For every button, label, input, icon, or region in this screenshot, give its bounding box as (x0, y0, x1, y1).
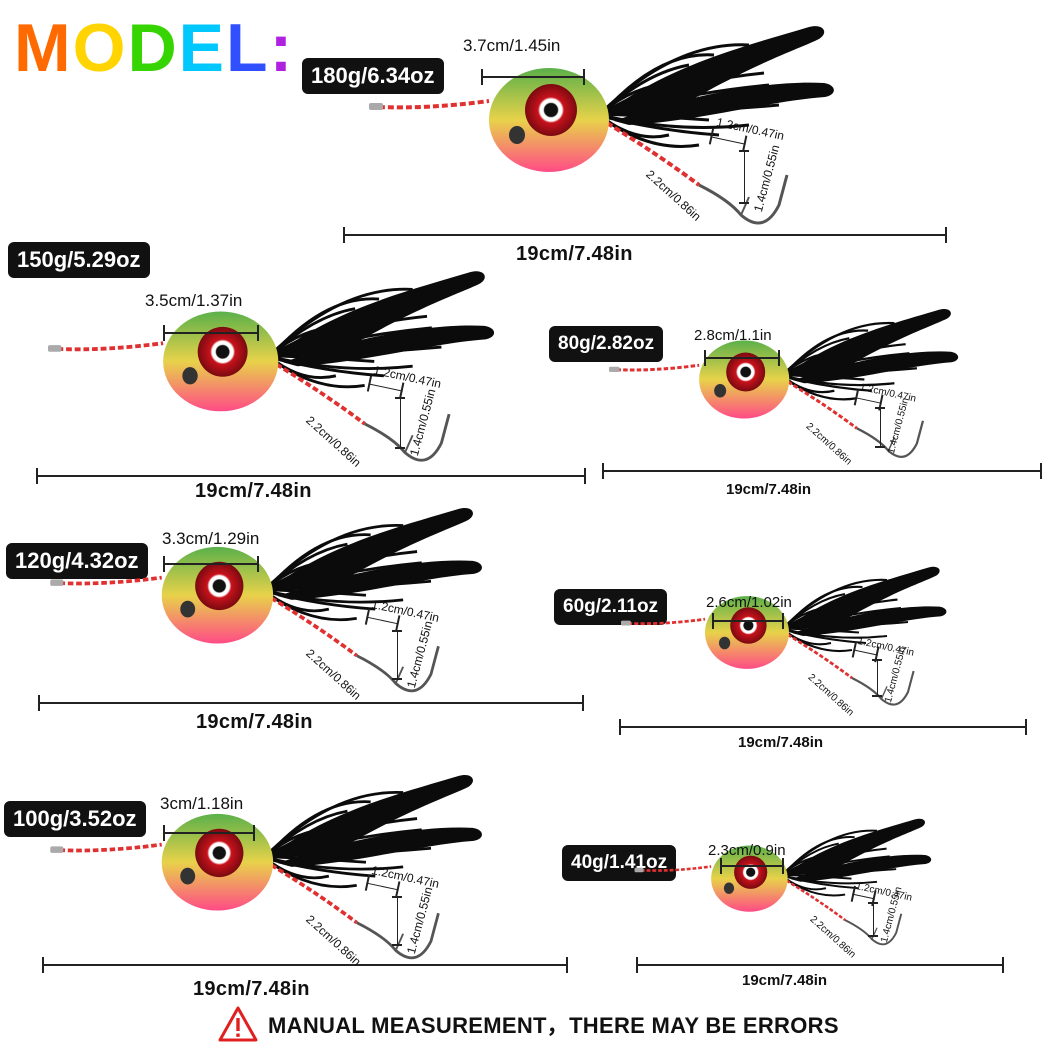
weight-badge: 120g/4.32oz (6, 543, 148, 579)
title-letter: D (127, 10, 179, 86)
length-label: 19cm/7.48in (738, 734, 824, 751)
length-dimension (38, 695, 584, 711)
length-label: 19cm/7.48in (193, 978, 310, 1000)
warning-text: MANUAL MEASUREMENT，THERE MAY BE ERRORS (268, 1013, 839, 1038)
lure (50, 774, 487, 974)
title-letter: E (178, 10, 227, 86)
weight-badge: 100g/3.52oz (4, 801, 146, 837)
title-letter: : (269, 10, 295, 86)
length-label: 19cm/7.48in (516, 243, 633, 265)
lure (50, 507, 487, 707)
hook-height-dimension (872, 659, 883, 698)
head-width-dimension (163, 556, 259, 572)
head-width-label: 3.3cm/1.29in (162, 529, 260, 548)
length-label: 19cm/7.48in (726, 481, 812, 498)
head-width-dimension (163, 325, 259, 341)
length-dimension (42, 957, 568, 973)
weight-badge: 180g/6.34oz (302, 58, 444, 94)
warning-note: MANUAL MEASUREMENT，THERE MAY BE ERRORS (218, 1006, 839, 1042)
head-width-label: 3cm/1.18in (160, 794, 244, 813)
head-width-dimension (720, 858, 784, 874)
title-letter: L (226, 10, 270, 86)
head-width-label: 3.5cm/1.37in (145, 291, 243, 310)
head-width-label: 2.8cm/1.1in (694, 327, 772, 344)
length-dimension (636, 957, 1004, 973)
lure (621, 566, 950, 718)
model-title: MODEL: (14, 8, 294, 88)
head-width-dimension (163, 825, 255, 841)
weight-badge: 150g/5.29oz (8, 242, 150, 278)
length-label: 19cm/7.48in (742, 972, 828, 989)
length-dimension (602, 463, 1042, 479)
slider-jig-illustration (621, 566, 947, 706)
hook-height-dimension (392, 629, 403, 680)
head-width-label: 2.6cm/1.02in (706, 594, 792, 611)
title-letter: M (14, 10, 73, 86)
slider-jig-illustration (48, 271, 495, 463)
length-dimension (343, 227, 947, 243)
weight-badge: 40g/1.41oz (562, 845, 677, 881)
length-label: 19cm/7.48in (195, 480, 312, 502)
head-width-dimension (704, 350, 780, 366)
head-width-dimension (712, 613, 784, 629)
head-width-dimension (481, 69, 585, 85)
lure (48, 270, 499, 477)
length-dimension (619, 719, 1027, 735)
slider-jig-illustration (50, 508, 483, 693)
slider-jig-illustration (634, 818, 931, 945)
slider-jig-illustration (50, 775, 483, 960)
hook-height-dimension (395, 396, 406, 449)
title-letter: O (72, 10, 128, 86)
length-label: 19cm/7.48in (196, 711, 313, 733)
warning-triangle-icon (218, 1006, 258, 1042)
weight-badge: 60g/2.11oz (554, 589, 668, 625)
hook-height-dimension (868, 902, 879, 938)
head-width-label: 3.7cm/1.45in (463, 36, 561, 55)
slider-jig-illustration (369, 26, 834, 225)
lure (369, 25, 839, 240)
length-dimension (36, 468, 586, 484)
head-width-label: 2.3cm/0.9in (708, 842, 786, 859)
slider-jig-illustration (609, 308, 959, 458)
hook-height-dimension (392, 895, 403, 946)
hook-height-dimension (875, 407, 885, 448)
weight-badge: 80g/2.82oz (549, 326, 664, 362)
hook-height-dimension (739, 150, 749, 204)
lure (609, 308, 962, 471)
lure (634, 818, 935, 957)
